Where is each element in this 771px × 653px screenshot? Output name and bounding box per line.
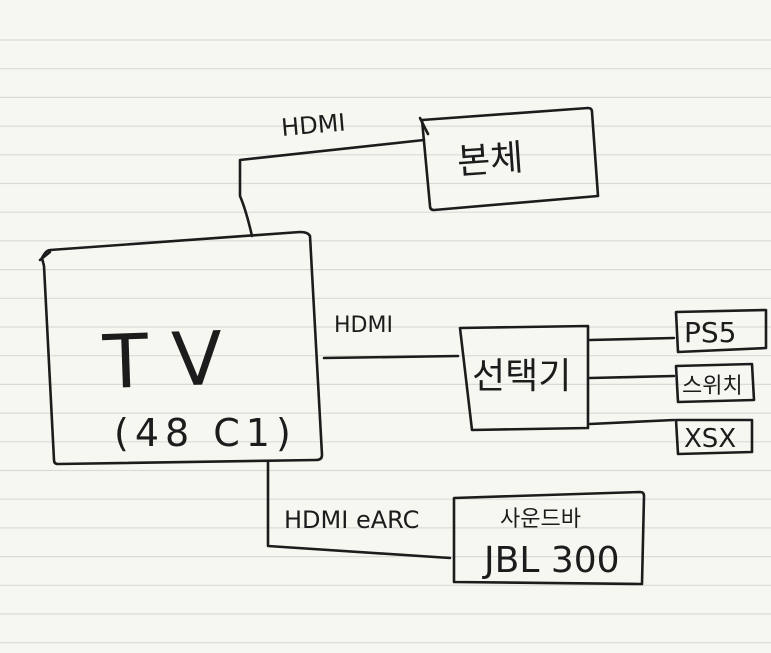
main-console-label: 본체 xyxy=(456,137,525,183)
ruled-lines xyxy=(0,39,771,644)
edge-selector-to-switch xyxy=(588,374,676,380)
edge-tv-to-main-console xyxy=(238,138,426,238)
switch-label: 스위치 xyxy=(682,374,743,399)
edge-tv-to-soundbar xyxy=(266,460,452,560)
ps5-box xyxy=(674,308,768,354)
selector-label: 선택기 xyxy=(472,356,571,397)
soundbar-box xyxy=(452,490,646,586)
edge-label-tv-to-main: HDMI xyxy=(280,108,347,141)
soundbar-label: 사운드바 xyxy=(500,507,581,532)
edge-label-tv-to-selector: HDMI xyxy=(334,313,393,338)
edge-selector-to-ps5 xyxy=(588,336,676,342)
tv-box xyxy=(40,230,324,466)
main-console-box-mark xyxy=(418,116,430,136)
tv-title: T V xyxy=(101,316,225,406)
xsx-label: XSX xyxy=(684,424,736,454)
edge-label-tv-to-soundbar: HDMI eARC xyxy=(284,506,419,534)
soundbar-model: JBL 300 xyxy=(482,540,620,581)
switch-box xyxy=(674,362,756,404)
main-console-box xyxy=(420,106,600,212)
ps5-label: PS5 xyxy=(684,316,736,349)
xsx-box xyxy=(674,418,754,456)
tv-box-mark xyxy=(38,250,52,262)
edge-selector-to-xsx xyxy=(588,418,676,426)
edge-tv-to-selector xyxy=(322,354,460,360)
selector-box xyxy=(458,324,590,432)
tv-model: (48 C1) xyxy=(114,411,297,455)
